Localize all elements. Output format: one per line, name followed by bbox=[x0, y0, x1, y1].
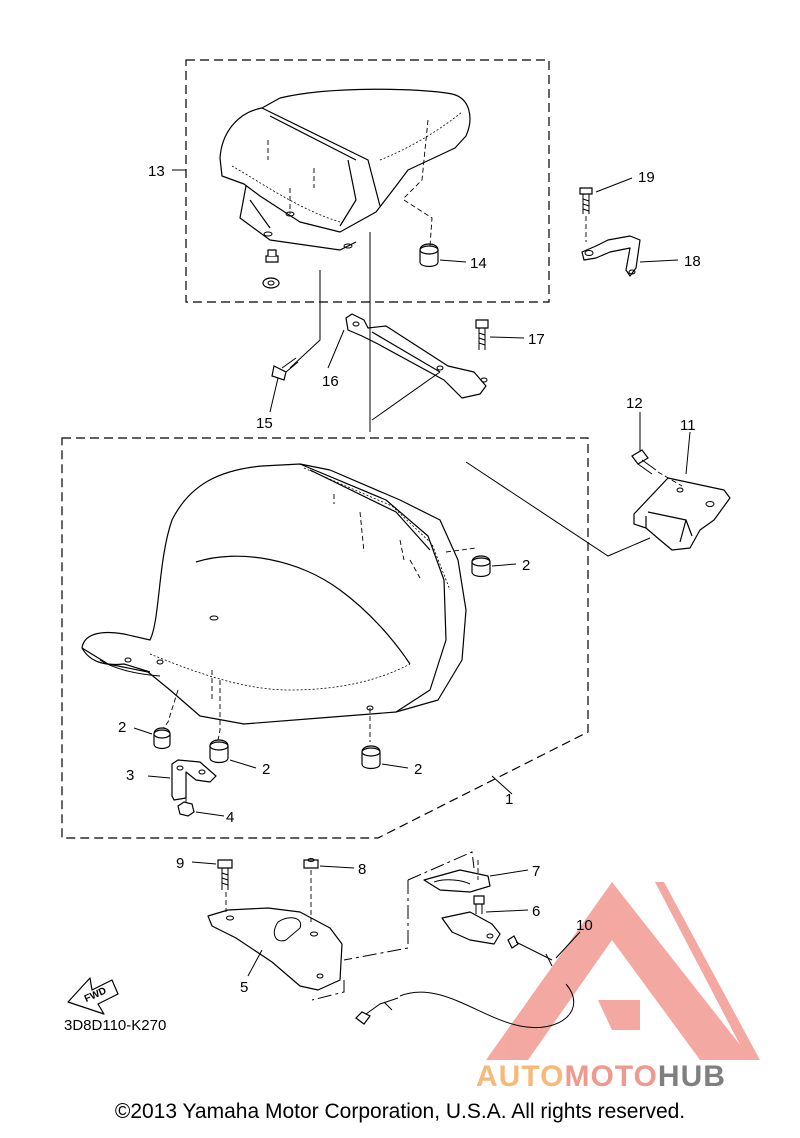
callout-16: 16 bbox=[322, 373, 339, 390]
bracket-part-3 bbox=[171, 759, 217, 801]
fwd-label: FWD bbox=[83, 986, 108, 1005]
bolt-part-15 bbox=[271, 357, 299, 381]
callout-2: 2 bbox=[414, 761, 422, 778]
callout-19: 19 bbox=[638, 169, 655, 186]
callout-14: 14 bbox=[470, 255, 487, 272]
callout-7: 7 bbox=[532, 863, 540, 880]
callout-2: 2 bbox=[522, 557, 530, 574]
callout-3: 3 bbox=[126, 767, 134, 784]
bolt-part-17 bbox=[475, 319, 489, 350]
bracket-part-16 bbox=[345, 313, 488, 399]
rear-seat bbox=[219, 88, 471, 251]
watermark-text: AUTOMOTOHUB bbox=[476, 1060, 726, 1093]
watermark-auto: AUTO bbox=[476, 1060, 564, 1093]
callout-18: 18 bbox=[684, 253, 701, 270]
damper-part-2-rear bbox=[361, 745, 381, 770]
bolt-part-12 bbox=[631, 449, 657, 475]
nut-part-4 bbox=[177, 801, 195, 817]
callout-10: 10 bbox=[576, 917, 593, 934]
callout-2: 2 bbox=[118, 719, 126, 736]
rear-seat-fasteners bbox=[262, 249, 280, 289]
watermark-moto: MOTO bbox=[564, 1060, 657, 1093]
main-seat-group-box bbox=[61, 437, 589, 839]
callout-11: 11 bbox=[680, 417, 696, 434]
main-seat bbox=[81, 463, 467, 742]
forward-arrow-icon bbox=[67, 977, 119, 1015]
callout-8: 8 bbox=[358, 861, 366, 878]
latch-part-6 bbox=[441, 895, 501, 945]
copyright-notice: ©2013 Yamaha Motor Corporation, U.S.A. A… bbox=[114, 1100, 686, 1123]
damper-part-2-front-left bbox=[153, 727, 171, 750]
callout-6: 6 bbox=[532, 903, 540, 920]
lock-part-7 bbox=[423, 869, 491, 893]
callout-12: 12 bbox=[626, 395, 643, 412]
damper-part-2-right bbox=[471, 555, 491, 578]
callout-2: 2 bbox=[262, 761, 270, 778]
callout-4: 4 bbox=[226, 809, 234, 826]
callout-13: 13 bbox=[148, 163, 165, 180]
callout-5: 5 bbox=[240, 979, 248, 996]
bolt-part-19 bbox=[579, 187, 593, 214]
damper-part-14 bbox=[403, 199, 439, 268]
diagram-code: 3D8D110-K270 bbox=[64, 1017, 166, 1034]
plate-part-5 bbox=[207, 907, 343, 991]
seat-strap-part-18 bbox=[581, 235, 641, 277]
nut-part-8 bbox=[303, 858, 319, 869]
damper-part-2-front-center bbox=[209, 739, 229, 764]
rear-seat-group-box bbox=[185, 59, 550, 303]
automotohub-logo bbox=[486, 882, 760, 1060]
seat-lock-bracket-part-11 bbox=[633, 477, 731, 551]
bolt-part-9 bbox=[217, 859, 233, 890]
callout-15: 15 bbox=[256, 415, 273, 432]
callout-1: 1 bbox=[505, 791, 513, 808]
cable-part-10 bbox=[355, 935, 575, 1028]
callout-17: 17 bbox=[528, 331, 545, 348]
watermark-hub: HUB bbox=[658, 1060, 726, 1093]
callout-9: 9 bbox=[176, 855, 184, 872]
